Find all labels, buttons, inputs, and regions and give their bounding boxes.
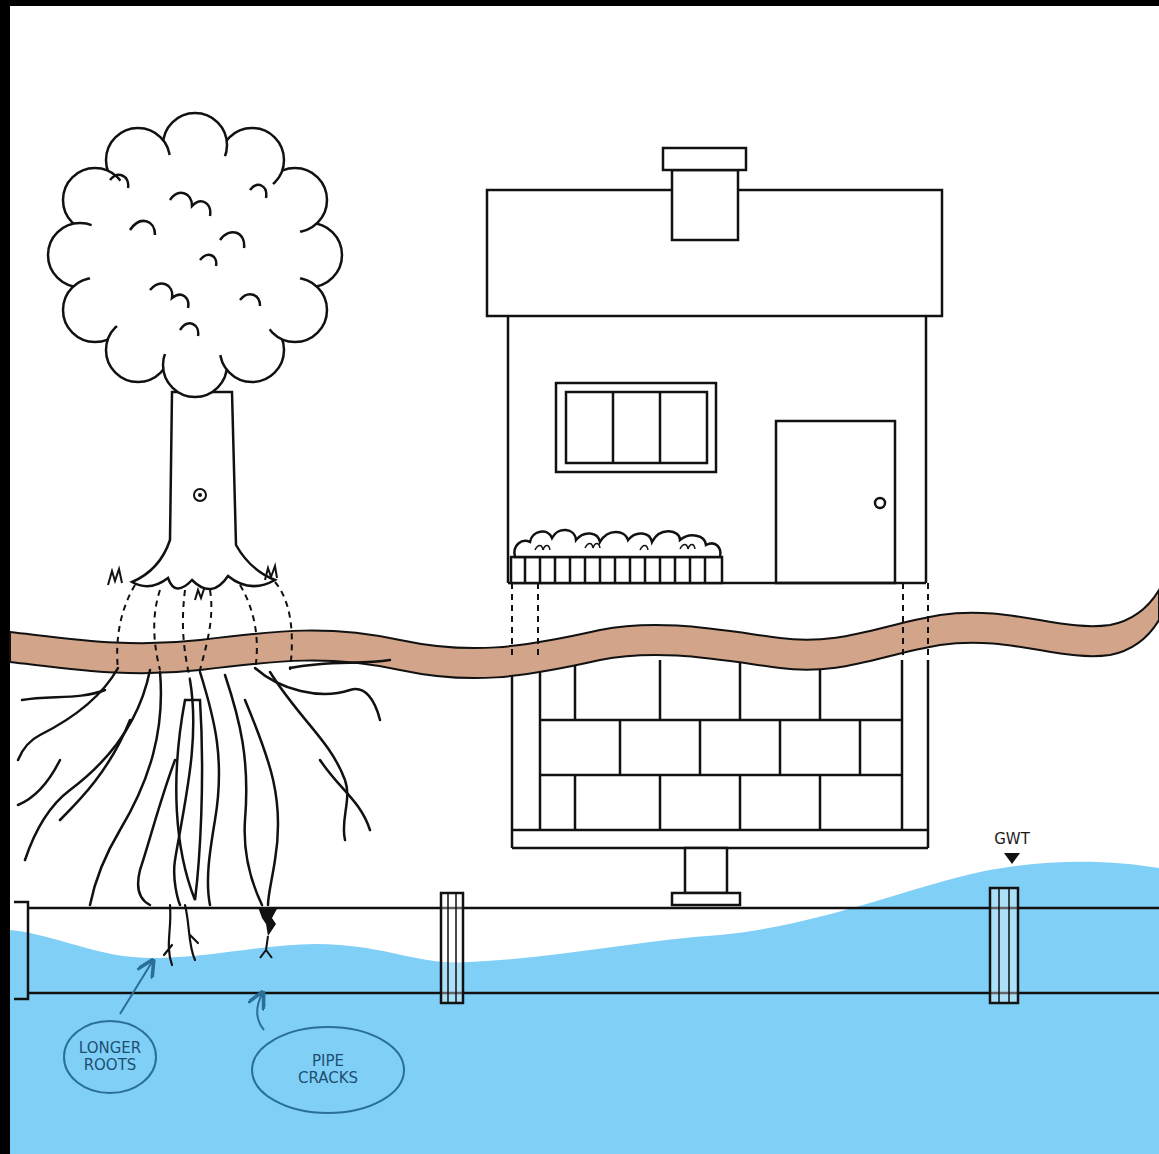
chimney-cap <box>663 148 746 170</box>
callout-text: PIPE CRACKS <box>288 1053 368 1088</box>
root <box>138 760 175 905</box>
window-mullion <box>659 392 662 463</box>
groundwater <box>10 862 1159 1154</box>
coupling-detail <box>999 888 1009 1003</box>
leader-arrow <box>120 962 152 1014</box>
root <box>18 668 118 760</box>
brick-joints <box>575 660 860 830</box>
foundation-wall <box>511 660 514 848</box>
bush-detail <box>535 544 695 551</box>
leader-arrow <box>257 994 264 1030</box>
planter <box>511 557 722 583</box>
hidden-root <box>240 585 257 670</box>
intruding-root <box>164 905 198 965</box>
window <box>556 383 716 472</box>
hidden-wall <box>511 583 513 660</box>
canopy-detail <box>110 175 266 336</box>
planter-bars <box>525 557 705 583</box>
house-wall <box>925 316 928 583</box>
crack-line <box>260 936 272 958</box>
hidden-root <box>183 590 190 680</box>
callout-body: LONGER ROOTS <box>62 1019 158 1095</box>
brick-course <box>540 719 902 722</box>
trunk-knot <box>198 493 202 497</box>
callout-ellipse <box>252 1027 404 1113</box>
callout-ellipse <box>64 1021 156 1093</box>
root <box>200 672 219 905</box>
hidden-root <box>117 585 135 670</box>
root <box>270 672 347 840</box>
pipe-coupling <box>990 888 1018 1003</box>
hidden-wall <box>927 583 929 660</box>
bush <box>514 530 720 557</box>
root <box>174 680 193 905</box>
callout-bubble: PIPE CRACKS <box>250 1025 406 1115</box>
brick-course <box>540 774 902 777</box>
house-wall <box>507 316 510 583</box>
house <box>508 316 928 905</box>
hidden-lines <box>117 582 928 680</box>
door <box>776 421 895 583</box>
root <box>25 670 150 860</box>
hidden-root <box>200 590 211 670</box>
tree-roots <box>18 660 390 905</box>
pier-footing <box>672 893 740 905</box>
root <box>90 672 161 905</box>
foundation-wall <box>927 660 930 848</box>
root <box>60 720 130 820</box>
trunk-knot <box>194 489 206 501</box>
water-table-label: GWT <box>984 830 1040 848</box>
window-pane <box>566 392 707 463</box>
pipe-coupling <box>441 893 463 1003</box>
background <box>10 6 1159 1154</box>
root <box>22 690 105 700</box>
grass-tuft <box>108 566 277 600</box>
root <box>18 760 60 805</box>
pier <box>685 848 727 893</box>
hidden-root <box>275 582 292 670</box>
callout-text: LONGER ROOTS <box>75 1040 145 1075</box>
hidden-root <box>154 590 160 670</box>
tree-canopy <box>48 113 342 397</box>
hidden-wall <box>537 583 539 660</box>
foundation-wall <box>901 660 904 830</box>
hidden-wall <box>902 583 904 660</box>
foundation-wall <box>539 660 542 830</box>
water-table-marker <box>1004 853 1020 864</box>
root <box>225 675 262 905</box>
coupling-detail <box>448 893 456 1003</box>
pipe-crack <box>258 907 278 936</box>
sewer-pipe <box>14 888 1159 1003</box>
root <box>290 660 390 668</box>
callout-bubble: LONGER ROOTS <box>62 1019 158 1095</box>
root <box>320 760 370 830</box>
pipe-end <box>14 902 28 999</box>
tree-trunk <box>132 392 275 589</box>
root <box>176 700 202 900</box>
chimney <box>672 170 738 240</box>
canopy-fill <box>87 152 303 358</box>
door-knob <box>875 498 885 508</box>
root <box>245 700 278 905</box>
callout-body: PIPE CRACKS <box>250 1025 406 1115</box>
window-mullion <box>612 392 615 463</box>
